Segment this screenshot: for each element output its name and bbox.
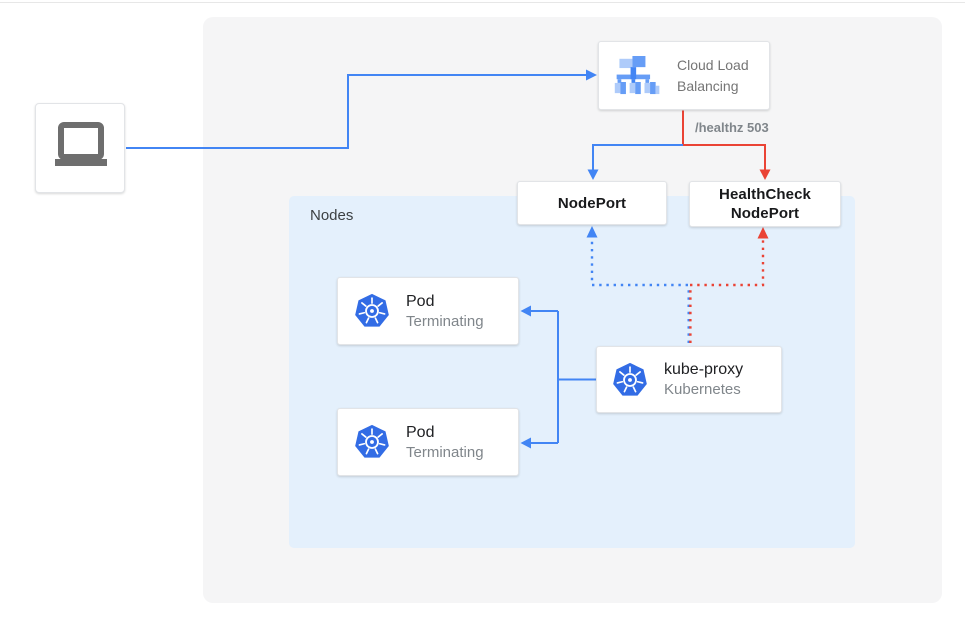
healthcheck-nodeport-label-line1: HealthCheck [719,186,811,203]
pod-2-text: Pod Terminating [406,422,484,463]
kubernetes-icon [355,293,389,327]
nodeport-card: NodePort [517,181,667,225]
pod-terminating-card-2: Pod Terminating [337,408,519,476]
pod-1-text: Pod Terminating [406,291,484,332]
pod-2-status: Terminating [406,443,484,461]
kube-proxy-subtitle: Kubernetes [664,381,741,398]
nodes-group-label: Nodes [310,207,354,224]
healthz-annotation: /healthz 503 [695,120,769,135]
healthcheck-nodeport-card: HealthCheck NodePort [689,181,841,227]
pod-1-status: Terminating [406,312,484,330]
laptop-icon [55,122,107,166]
cloud-load-balancing-icon [614,56,660,95]
kube-proxy-text: kube-proxy Kubernetes [664,359,743,400]
pod-2-title: Pod [406,423,435,441]
client-card [35,103,125,193]
healthcheck-nodeport-label-line2: NodePort [730,205,800,222]
pod-terminating-card-1: Pod Terminating [337,277,519,345]
kube-proxy-title: kube-proxy [664,361,744,378]
cloud-load-balancing-card: Cloud Load Balancing [598,41,770,110]
pod-1-title: Pod [406,292,435,310]
kubernetes-icon [355,424,389,458]
page-top-divider [0,2,965,3]
kube-proxy-card: kube-proxy Kubernetes [596,346,782,413]
nodeport-label: NodePort [557,194,627,212]
kubernetes-icon [613,362,647,396]
cloud-load-balancing-label: Cloud Load Balancing [677,56,749,94]
